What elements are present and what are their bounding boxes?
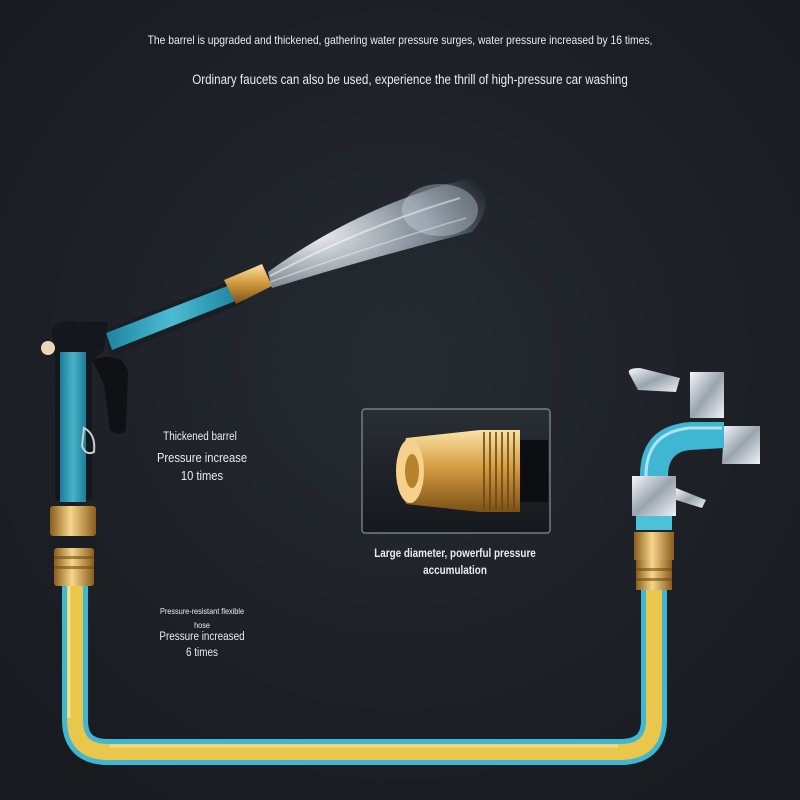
- nozzle-caption-line-2: accumulation: [423, 565, 487, 577]
- hose-callout-title: Pressure-resistant flexible: [159, 606, 245, 616]
- water-spray: [268, 178, 486, 288]
- barrel-callout-title: Thickened barrel: [163, 431, 237, 443]
- hose-callout-line-4: 6 times: [186, 647, 218, 659]
- barrel-callout-line-3: 10 times: [180, 468, 224, 483]
- headline-line-2: Ordinary faucets can also be used, exper…: [192, 72, 628, 87]
- flexible-hose: [62, 585, 667, 765]
- nozzle-caption-line-1: Large diameter, powerful pressure: [374, 548, 536, 560]
- barrel-callout-line-2: Pressure increase: [156, 450, 248, 465]
- hose-callout-line-3: Pressure increased: [159, 631, 245, 643]
- hose-callout-title-cont: hose: [194, 620, 210, 630]
- faucet: [628, 368, 760, 590]
- nozzle-closeup-inset: [361, 408, 551, 534]
- spray-gun: [41, 264, 272, 586]
- headline-line-1: The barrel is upgraded and thickened, ga…: [147, 33, 653, 47]
